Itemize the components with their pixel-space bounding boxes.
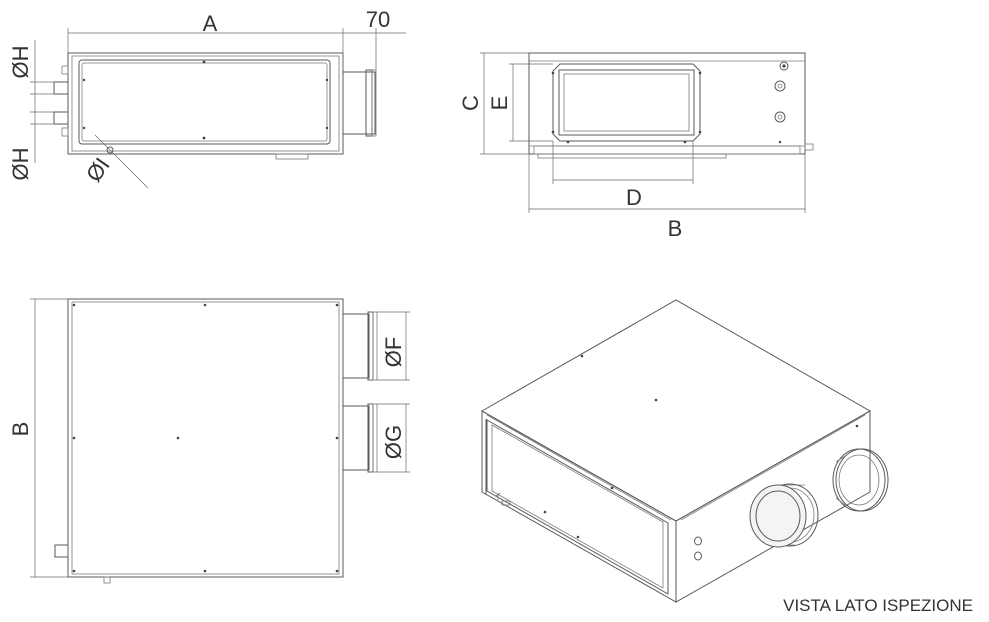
front-view-body	[528, 52, 806, 155]
caption: VISTA LATO ISPEZIONE	[783, 596, 973, 615]
isometric-view	[480, 299, 889, 603]
iso-top-face	[480, 299, 872, 522]
fitting-icon	[774, 80, 786, 92]
iso-duct-front	[749, 483, 819, 548]
dim-oi-label: ØI	[81, 153, 115, 186]
dim-oh-bottom-label: ØH	[8, 148, 33, 181]
dim-og-label: ØG	[381, 425, 406, 459]
iso-inspection-panel	[486, 419, 669, 595]
top-view-body	[67, 52, 344, 155]
side-duct-upper	[342, 313, 370, 379]
iso-duct-back	[832, 448, 889, 512]
connector-icon	[54, 544, 69, 558]
connector-icon	[53, 111, 69, 125]
side-view: B ØF ØG	[8, 298, 410, 584]
fitting-icon	[779, 61, 789, 71]
dim-70-label: 70	[366, 7, 390, 32]
iso-fitting-icon	[694, 551, 702, 561]
connector-icon	[53, 81, 69, 95]
dim-d-label: D	[626, 185, 642, 210]
dim-a-label: A	[203, 11, 218, 36]
dim-c-label: C	[458, 95, 483, 111]
side-duct-lower	[342, 405, 370, 471]
top-view: A 70 ØH ØH ØI	[8, 7, 406, 189]
top-view-duct	[342, 71, 376, 135]
side-view-body	[67, 298, 344, 578]
front-view-flange	[552, 63, 701, 142]
drain-icon	[106, 146, 114, 154]
front-view: C E D B	[458, 52, 814, 241]
connector-icon	[61, 65, 69, 75]
dim-of-label: ØF	[381, 337, 406, 368]
dim-b-side-label: B	[8, 422, 33, 437]
dim-oh-top-label: ØH	[8, 46, 33, 79]
fitting-icon	[774, 111, 786, 123]
top-view-panel	[78, 59, 331, 145]
dim-b-front-label: B	[668, 216, 683, 241]
iso-right-face	[675, 410, 871, 603]
dim-e-label: E	[487, 96, 512, 111]
iso-fitting-icon	[694, 536, 702, 546]
